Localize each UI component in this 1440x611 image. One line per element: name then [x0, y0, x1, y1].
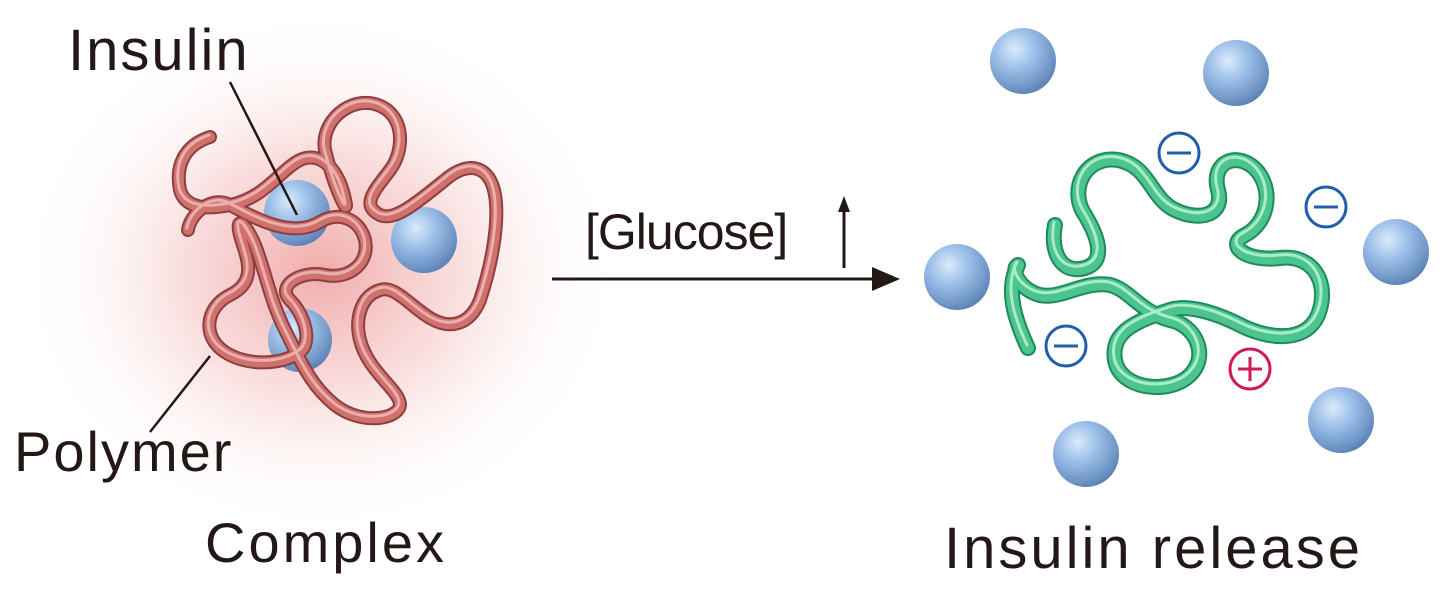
positive-charge-icon: [1228, 347, 1272, 391]
glucose-condition-label: [Glucose]: [585, 204, 788, 260]
complex-polymer-coil: [171, 96, 504, 426]
free-insulin-sphere: [924, 244, 990, 310]
polymer-leader-line: [149, 355, 211, 433]
negative-charge-icon: [1304, 185, 1348, 229]
complex-caption: Complex: [205, 511, 447, 574]
negative-charge-icon: [1044, 324, 1088, 368]
polymer-label: Polymer: [14, 420, 234, 483]
free-insulin-sphere: [1203, 40, 1269, 106]
insulin-label: Insulin: [68, 18, 250, 83]
complex-group: [20, 10, 620, 534]
released-polymer-coil: [1003, 151, 1330, 395]
complex-insulin-sphere: [391, 207, 457, 273]
free-insulin-sphere: [990, 28, 1056, 94]
up-arrow-head: [838, 196, 850, 212]
release-group: [924, 28, 1429, 487]
free-insulin-sphere: [1308, 387, 1374, 453]
free-insulin-sphere: [1363, 219, 1429, 285]
reaction-arrow: [552, 196, 900, 291]
arrow-head: [872, 267, 900, 291]
insulin-release-caption: Insulin release: [944, 516, 1363, 581]
insulin-leader-line: [228, 81, 299, 216]
free-insulin-sphere: [1053, 421, 1119, 487]
negative-charge-icon: [1157, 131, 1201, 175]
